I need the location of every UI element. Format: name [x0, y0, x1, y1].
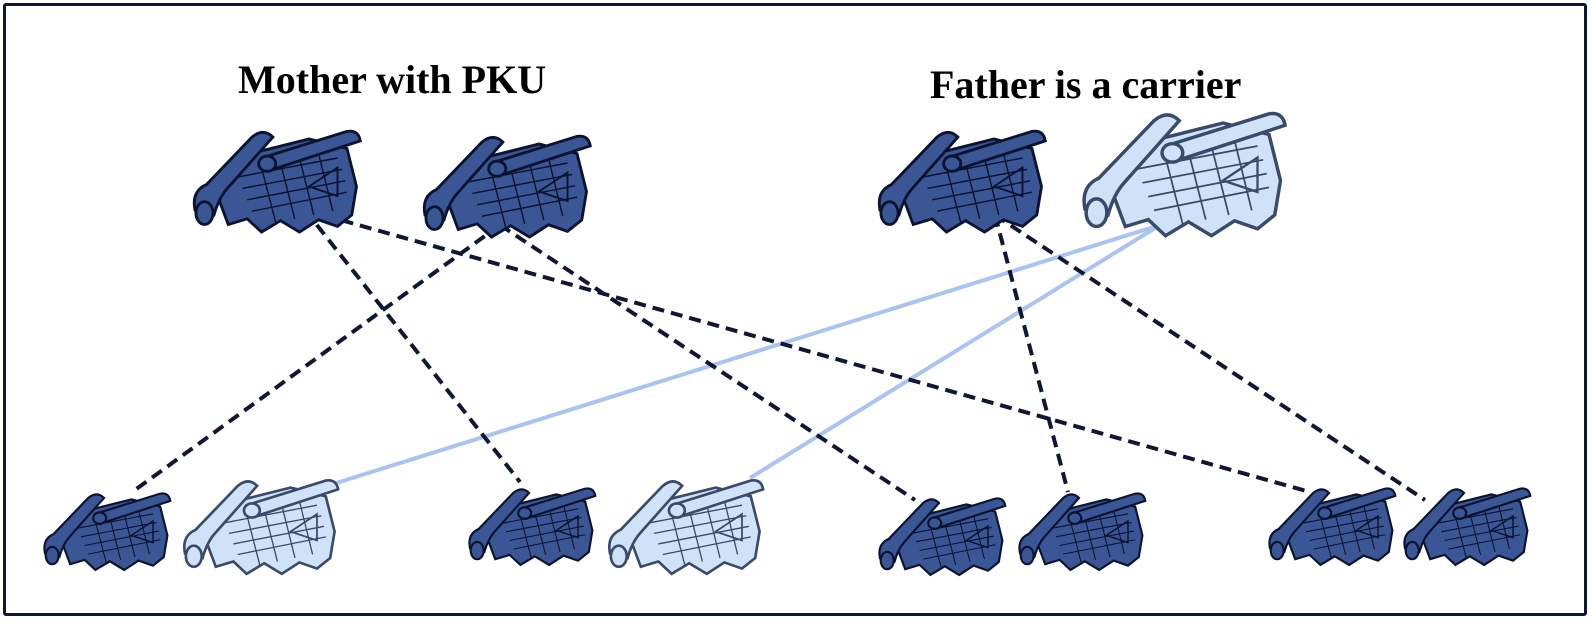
father-title: Father is a carrier [930, 62, 1242, 107]
offspring-3-allele-recessive-icon [1018, 492, 1147, 572]
offspring-3-allele-recessive-icon [878, 497, 1007, 577]
mother-title: Mother with PKU [238, 57, 547, 102]
offspring-2-allele-normal-icon [607, 478, 765, 576]
offspring-1-allele-recessive-icon [43, 492, 172, 572]
mother-allele-recessive-icon [422, 134, 592, 239]
recessive-allele-link [303, 208, 522, 484]
recessive-allele-link [304, 208, 1311, 494]
offspring-2-allele-recessive-icon [468, 487, 597, 567]
father-allele-recessive-icon [877, 129, 1047, 234]
offspring-1-allele-normal-icon [182, 478, 340, 576]
allele-links [133, 208, 1427, 502]
recessive-allele-link [498, 223, 917, 502]
recessive-allele-link [993, 214, 1070, 493]
normal-allele-link [748, 223, 1162, 480]
offspring-4-allele-recessive-icon [1268, 487, 1397, 567]
mother-allele-recessive-icon [192, 129, 362, 234]
recessive-allele-link [993, 213, 1427, 502]
father-allele-normal-icon [1082, 111, 1287, 238]
normal-allele-link [329, 223, 1161, 487]
